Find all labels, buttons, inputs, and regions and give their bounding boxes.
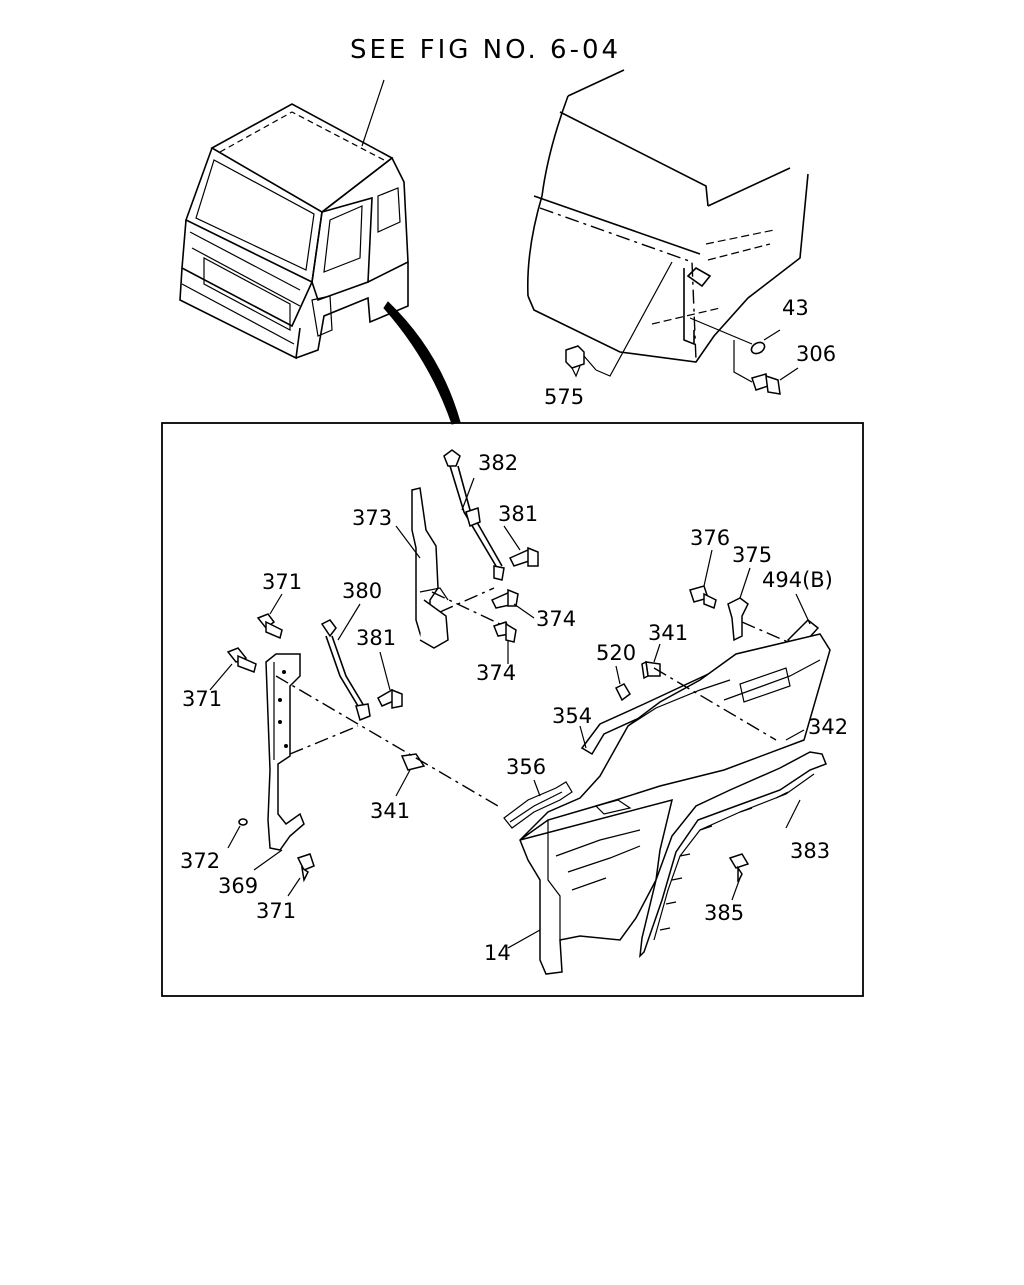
detail-frame (161, 422, 864, 997)
callout-356: 356 (506, 755, 546, 779)
callout-385: 385 (704, 901, 744, 925)
callout-494b: 494(B) (762, 568, 833, 592)
callout-373: 373 (352, 506, 392, 530)
callout-354: 354 (552, 704, 592, 728)
callout-374-lower: 374 (476, 661, 516, 685)
callout-43: 43 (782, 296, 809, 320)
callout-374-upper: 374 (536, 607, 576, 631)
rod-380 (320, 619, 371, 722)
assembly-lines (275, 587, 789, 807)
callout-371-top: 371 (262, 570, 302, 594)
callout-341-lower: 341 (370, 799, 410, 823)
bracket-375 (727, 597, 749, 642)
callout-341-upper: 341 (648, 621, 688, 645)
seal-356 (503, 781, 573, 829)
callout-376: 376 (690, 526, 730, 550)
callout-382: 382 (478, 451, 518, 475)
callout-575: 575 (544, 385, 584, 409)
callout-371-bottom: 371 (256, 899, 296, 923)
callout-369: 369 (218, 874, 258, 898)
callout-306: 306 (796, 342, 836, 366)
callout-labels: 575 43 306 382 381 373 374 374 371 380 3… (180, 296, 848, 965)
cab-corner-detail (526, 69, 809, 395)
callout-14: 14 (484, 941, 511, 965)
leader-lines (209, 477, 811, 949)
callout-381-lower: 381 (356, 626, 396, 650)
callout-380: 380 (342, 579, 382, 603)
panel-14 (519, 633, 831, 975)
bolt-set (226, 546, 788, 883)
callout-372: 372 (180, 849, 220, 873)
callout-520: 520 (596, 641, 636, 665)
cab-overview (179, 79, 409, 360)
callout-375: 375 (732, 543, 772, 567)
detail-arrow (383, 301, 461, 425)
callout-342: 342 (808, 715, 848, 739)
bracket-373 (411, 487, 449, 649)
callout-371-left: 371 (182, 687, 222, 711)
see-figure-reference: SEE FIG NO. 6-04 (350, 35, 621, 65)
rod-382 (443, 449, 505, 581)
splash-guard-383 (639, 751, 827, 959)
stay-369 (265, 653, 305, 851)
callout-381-upper: 381 (498, 502, 538, 526)
callout-383: 383 (790, 839, 830, 863)
